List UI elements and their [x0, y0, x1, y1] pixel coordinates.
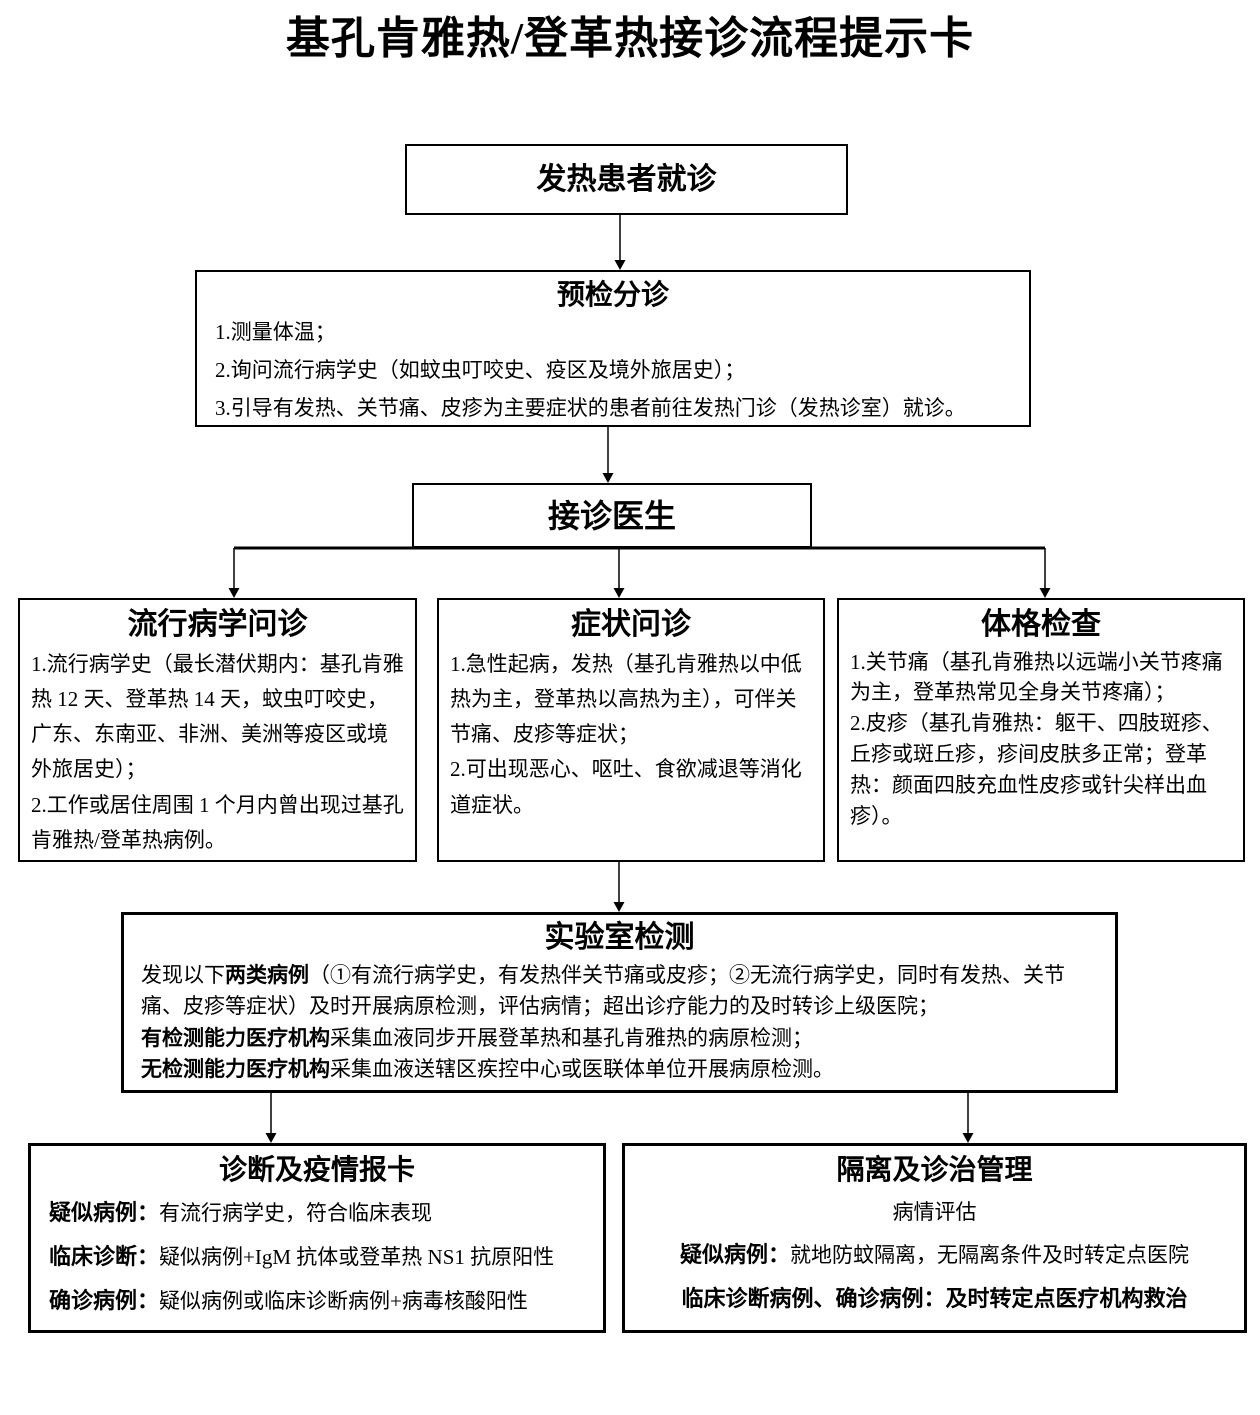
diagnosis-row-clinical-label: 临床诊断： [49, 1244, 160, 1269]
isolation-row-suspected-text: 就地防蚊隔离，无隔离条件及时转定点医院 [790, 1243, 1189, 1267]
page-title: 基孔肯雅热/登革热接诊流程提示卡 [285, 14, 975, 63]
node-physical-exam: 体格检查 1.关节痛（基孔肯雅热以远端小关节疼痛为主，登革热常见全身关节疼痛）；… [837, 598, 1245, 862]
node-fever-patient: 发热患者就诊 [405, 144, 848, 215]
lab-p2-bold: 有检测能力医疗机构 [141, 1026, 330, 1050]
node-symptom-inquiry: 症状问诊 1.急性起病，发热（基孔肯雅热以中低热为主，登革热以高热为主），可伴关… [437, 598, 825, 862]
physical-item-2: 2.皮疹（基孔肯雅热：躯干、四肢斑疹、丘疹或斑丘疹，疹间皮肤多正常；登革热：颜面… [850, 711, 1223, 828]
triage-item-3: 3.引导有发热、关节痛、皮疹为主要症状的患者前往发热门诊（发热诊室）就诊。 [215, 395, 966, 420]
diagnosis-row-suspected-text: 有流行病学史，符合临床表现 [159, 1201, 433, 1225]
lab-p3-bold: 无检测能力医疗机构 [141, 1058, 330, 1081]
lab-p2-rest: 采集血液同步开展登革热和基孔肯雅热的病原检测； [330, 1025, 813, 1050]
node-doctor: 接诊医生 [412, 483, 812, 548]
triage-item-2: 2.询问流行病学史（如蚊虫叮咬史、疫区及境外旅居史）； [215, 357, 746, 382]
arrow-symptom-to-lab [613, 862, 625, 912]
arrow-triage-to-doctor [602, 427, 614, 483]
epidemiology-item-2: 2.工作或居住周围 1 个月内曾出现过基孔肯雅热/登革热病例。 [31, 792, 404, 852]
epidemiology-item-1: 1.流行病学史（最长潜伏期内：基孔肯雅热 12 天、登革热 14 天，蚊虫叮咬史… [31, 651, 404, 782]
node-symptom-title: 症状问诊 [571, 608, 691, 641]
node-epidemiology-title: 流行病学问诊 [127, 608, 308, 641]
node-isolation-title: 隔离及诊治管理 [836, 1154, 1033, 1185]
lab-p1-bold: 两类病例 [225, 963, 309, 987]
triage-item-1: 1.测量体温； [215, 320, 336, 344]
isolation-row-confirmed-label: 临床诊断病例、确诊病例：及时转定点医疗机构救治 [681, 1286, 1188, 1311]
diagnosis-row-confirmed-text: 疑似病例或临床诊断病例+病毒核酸阳性 [159, 1289, 528, 1313]
node-lab-testing: 实验室检测 发现以下两类病例（①有流行病学史，有发热伴关节痛或皮疹；②无流行病学… [121, 912, 1118, 1093]
node-lab-title: 实验室检测 [544, 921, 695, 954]
isolation-subtitle: 病情评估 [892, 1200, 977, 1224]
diagnosis-row-suspected-label: 疑似病例： [49, 1200, 160, 1225]
diagnosis-row-clinical-text: 疑似病例+IgM 抗体或登革热 NS1 抗原阳性 [159, 1245, 555, 1269]
node-triage-title: 预检分诊 [556, 279, 669, 310]
symptom-item-2: 2.可出现恶心、呕吐、食欲减退等消化道症状。 [450, 757, 802, 817]
node-fever-patient-title: 发热患者就诊 [536, 162, 717, 196]
arrow-doctor-to-symptom [613, 548, 625, 598]
diagnosis-row-clinical: 临床诊断：疑似病例+IgM 抗体或登革热 NS1 抗原阳性 [49, 1235, 585, 1279]
lab-paragraph-3: 无检测能力医疗机构采集血液送辖区疾控中心或医联体单位开展病原检测。 [141, 1054, 1098, 1086]
lab-p3-rest: 采集血液送辖区疾控中心或医联体单位开展病原检测。 [330, 1057, 834, 1081]
arrow-lab-to-diagnosis [265, 1093, 277, 1143]
diagnosis-row-confirmed: 确诊病例：疑似病例或临床诊断病例+病毒核酸阳性 [49, 1279, 585, 1323]
diagnosis-row-confirmed-label: 确诊病例： [49, 1288, 160, 1313]
node-triage: 预检分诊 1.测量体温； 2.询问流行病学史（如蚊虫叮咬史、疫区及境外旅居史）；… [195, 270, 1031, 427]
lab-p1-pre: 发现以下 [141, 962, 225, 987]
node-diagnosis-title: 诊断及疫情报卡 [218, 1154, 415, 1185]
lab-paragraph-1: 发现以下两类病例（①有流行病学史，有发热伴关节痛或皮疹；②无流行病学史，同时有发… [141, 960, 1098, 1023]
arrow-fever-to-triage [614, 215, 626, 270]
node-isolation-management: 隔离及诊治管理 病情评估 疑似病例：就地防蚊隔离，无隔离条件及时转定点医院 临床… [622, 1143, 1247, 1333]
lab-paragraph-2: 有检测能力医疗机构采集血液同步开展登革热和基孔肯雅热的病原检测； [141, 1023, 1098, 1055]
physical-item-1: 1.关节痛（基孔肯雅热以远端小关节疼痛为主，登革热常见全身关节疼痛）； [850, 649, 1223, 705]
lab-p1-rest: （①有流行病学史，有发热伴关节痛或皮疹；②无流行病学史，同时有发热、关节痛、皮疹… [141, 962, 1065, 1019]
symptom-item-1: 1.急性起病，发热（基孔肯雅热以中低热为主，登革热以高热为主），可伴关节痛、皮疹… [450, 651, 802, 747]
arrow-doctor-to-physical [1039, 548, 1051, 598]
node-diagnosis-report: 诊断及疫情报卡 疑似病例：有流行病学史，符合临床表现 临床诊断：疑似病例+IgM… [28, 1143, 606, 1333]
diagnosis-row-suspected: 疑似病例：有流行病学史，符合临床表现 [49, 1191, 585, 1235]
isolation-row-confirmed: 临床诊断病例、确诊病例：及时转定点医疗机构救治 [639, 1277, 1230, 1321]
node-epidemiology-inquiry: 流行病学问诊 1.流行病学史（最长潜伏期内：基孔肯雅热 12 天、登革热 14 … [18, 598, 417, 862]
node-doctor-title: 接诊医生 [547, 497, 676, 534]
isolation-row-suspected: 疑似病例：就地防蚊隔离，无隔离条件及时转定点医院 [639, 1233, 1230, 1277]
arrow-lab-to-isolation [962, 1093, 974, 1143]
arrow-doctor-to-epi [228, 548, 240, 598]
isolation-row-suspected-label: 疑似病例： [679, 1242, 790, 1267]
node-physical-title: 体格检查 [981, 608, 1101, 641]
